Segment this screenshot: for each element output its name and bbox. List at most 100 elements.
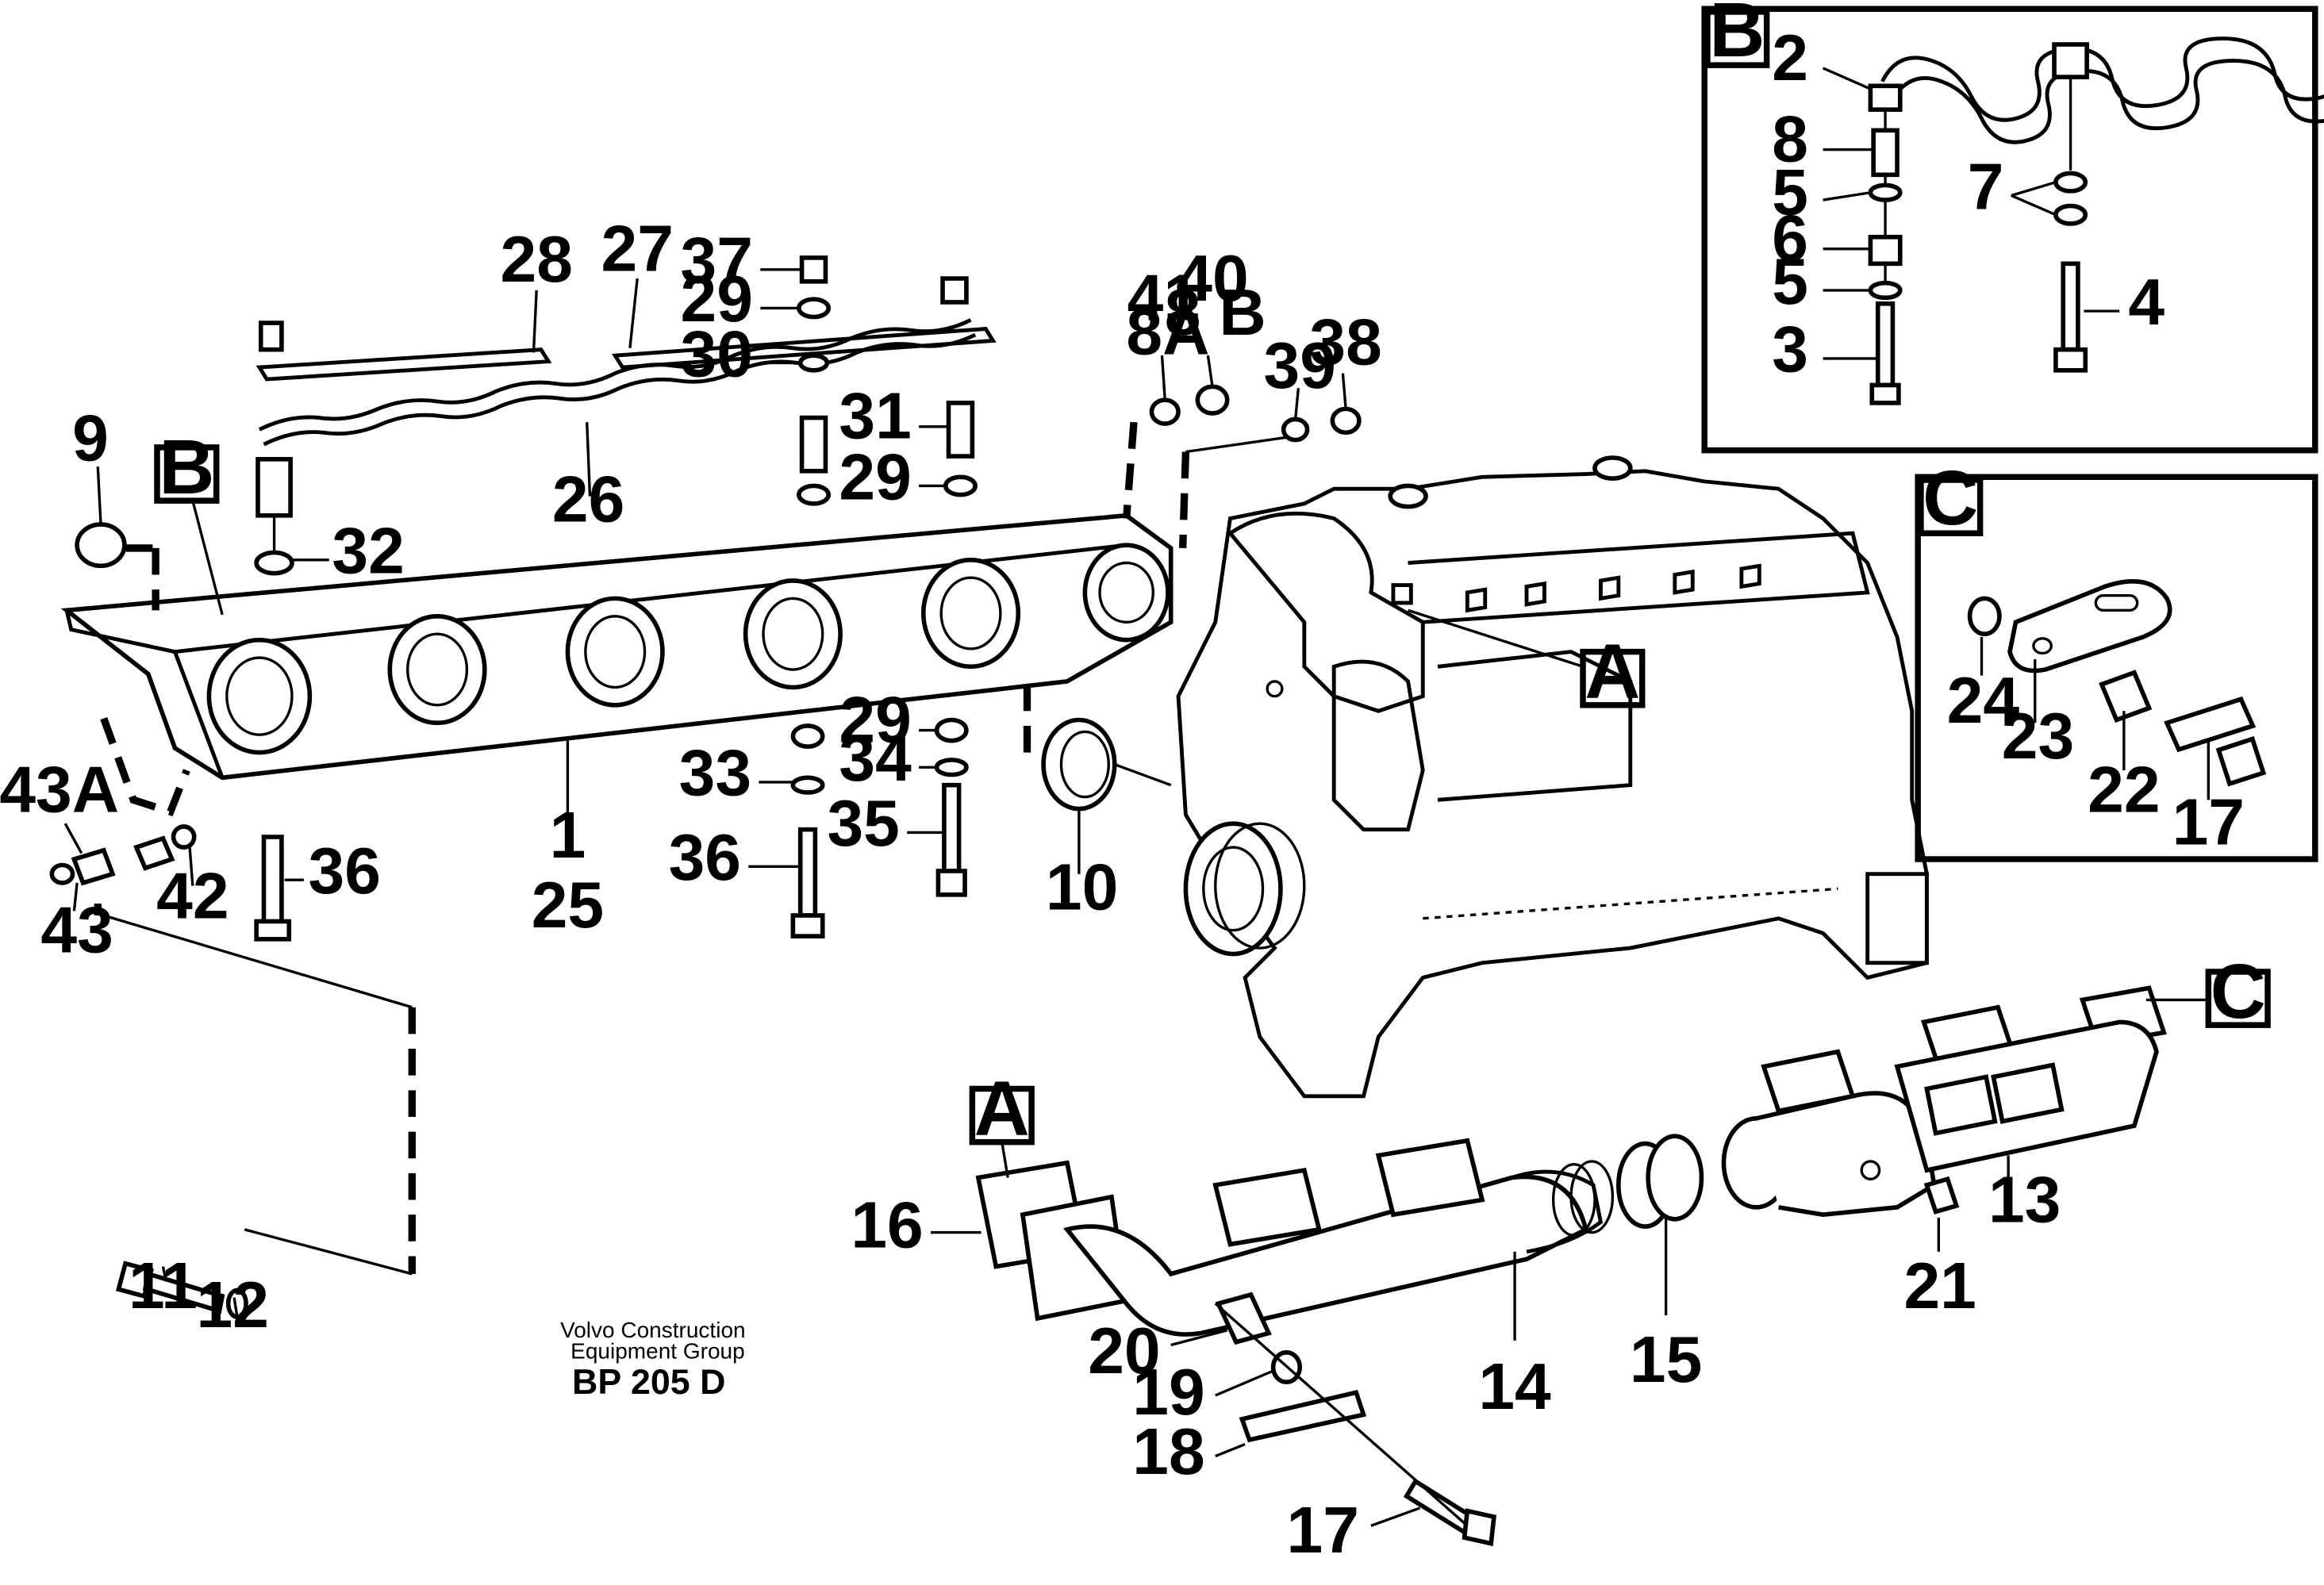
exhaust-manifold-assembly <box>975 985 2167 1547</box>
leader-lines-exhaust: 16 20 19 18 17 14 15 13 21 <box>851 1155 2061 1567</box>
spacer-31 <box>946 401 975 459</box>
callout-7: 7 <box>1968 151 2004 223</box>
engine-outline <box>1176 469 1929 1099</box>
callout-42: 42 <box>156 861 229 933</box>
screw-43 <box>49 862 75 885</box>
callout-43a: 43A <box>0 754 119 826</box>
sleeve-6 <box>1868 234 1903 267</box>
cover-ports <box>206 543 1170 755</box>
company-line-1: Volvo Construction <box>560 1318 746 1342</box>
callout-10: 10 <box>1046 852 1118 924</box>
callout-15: 15 <box>1630 1324 1702 1396</box>
bolt-4 <box>2061 261 2080 352</box>
callout-8: 8 <box>1772 104 1808 176</box>
flywheel-mount <box>1865 872 1929 965</box>
plug-9 <box>75 522 127 569</box>
spacer-left <box>255 457 293 518</box>
washer-29-bottom <box>934 717 969 743</box>
spacer-20 <box>1215 1291 1272 1345</box>
ref-box-b-detail-label: B <box>1709 0 1765 73</box>
detail-box-b: B 2 8 5 6 5 3 <box>1701 0 2324 454</box>
callout-9: 9 <box>72 403 109 475</box>
callout-35: 35 <box>827 788 899 860</box>
callout-26: 26 <box>552 463 624 535</box>
washer-30 <box>797 353 830 373</box>
washer-bottom-mid <box>790 723 825 749</box>
callout-41: 41 <box>1127 262 1200 334</box>
nut-right <box>940 276 969 305</box>
ref-box-b-main-label: B <box>159 424 214 510</box>
bracket-block <box>2052 42 2089 79</box>
crank-pulley <box>1183 821 1283 957</box>
callout-29-top: 29 <box>681 263 753 336</box>
callout-13: 13 <box>1988 1165 2061 1237</box>
washer-29-top <box>797 297 832 320</box>
callout-37: 37 <box>681 225 753 297</box>
manifold-ports-front <box>1212 1138 1485 1247</box>
ref-box-b-main: B <box>154 424 220 510</box>
fitting-42 <box>133 835 175 871</box>
bolt-17-detail <box>2164 696 2257 753</box>
callout-31: 31 <box>839 381 911 453</box>
callout-22: 22 <box>2088 754 2160 826</box>
callout-8b: 8 B <box>1165 277 1266 349</box>
washer-5-top <box>1868 182 1903 202</box>
gasket-28 <box>255 347 552 382</box>
callout-14: 14 <box>1478 1351 1551 1423</box>
heat-shield-assembly <box>49 255 1362 1319</box>
callout-11: 11 <box>129 1250 198 1322</box>
ref-box-a-main-label: A <box>1585 628 1640 715</box>
sleeve-32 <box>254 550 294 576</box>
intake-port <box>1227 511 1425 713</box>
spacer-22 <box>2099 670 2153 723</box>
washer-39 <box>1281 416 1310 443</box>
washer-34 <box>934 758 969 777</box>
callout-20: 20 <box>1088 1315 1160 1387</box>
callout-16: 16 <box>851 1189 923 1261</box>
callout-29-bottom: 29 <box>839 685 911 757</box>
ref-box-a-detail-label: A <box>974 1065 1030 1151</box>
port-5 <box>920 558 1021 670</box>
ref-box-a-detail: A <box>969 1065 1035 1178</box>
ref-box-c-main-label: C <box>2211 948 2266 1034</box>
bolt-11 <box>142 1271 225 1314</box>
washer-5-bottom <box>1868 280 1903 301</box>
callout-4: 4 <box>2128 267 2165 339</box>
front-cover <box>1331 659 1425 832</box>
port-3 <box>565 596 665 708</box>
detail-box-c: C 24 23 22 17 <box>1915 455 2318 862</box>
callout-43: 43 <box>40 895 113 967</box>
slip-joint-14 <box>1511 1169 1604 1254</box>
callout-38: 38 <box>1309 306 1381 378</box>
callout-29-mid: 29 <box>839 441 911 513</box>
callout-28: 28 <box>501 224 573 296</box>
callout-40: 40 <box>1176 243 1248 315</box>
ref-box-c-main: C <box>2145 948 2271 1034</box>
callout-21: 21 <box>1903 1250 1976 1322</box>
gasket-26 <box>258 318 972 432</box>
stud-3 <box>1875 301 1896 388</box>
engine-block <box>1176 455 1929 1099</box>
callout-39: 39 <box>1264 330 1336 402</box>
callout-18: 18 <box>1132 1416 1204 1488</box>
callout-34: 34 <box>839 723 912 795</box>
port-2 <box>387 613 487 726</box>
nut-upper-left <box>258 320 284 352</box>
seal-ring-15b <box>1646 1134 1704 1222</box>
callout-27: 27 <box>601 213 674 286</box>
callout-17-detail-c: 17 <box>2172 786 2245 858</box>
injection-pump <box>1437 650 1633 802</box>
spacer-31-mid <box>799 415 828 474</box>
drawing-number: BP 205 D <box>572 1362 726 1402</box>
washer-7-top <box>2053 171 2088 194</box>
callout-19: 19 <box>1132 1357 1204 1429</box>
oil-cap-1 <box>1388 483 1428 509</box>
callout-23: 23 <box>2002 700 2074 773</box>
callout-36-mid: 36 <box>669 822 741 894</box>
leader-lines-left: 28 27 37 29 30 31 29 26 9 32 1 25 29 34 … <box>0 213 1382 1341</box>
washer-24 <box>1967 596 2002 637</box>
callout-8a: 8A <box>1126 296 1209 368</box>
nut-37 <box>799 255 828 284</box>
callout-25: 25 <box>532 869 604 942</box>
